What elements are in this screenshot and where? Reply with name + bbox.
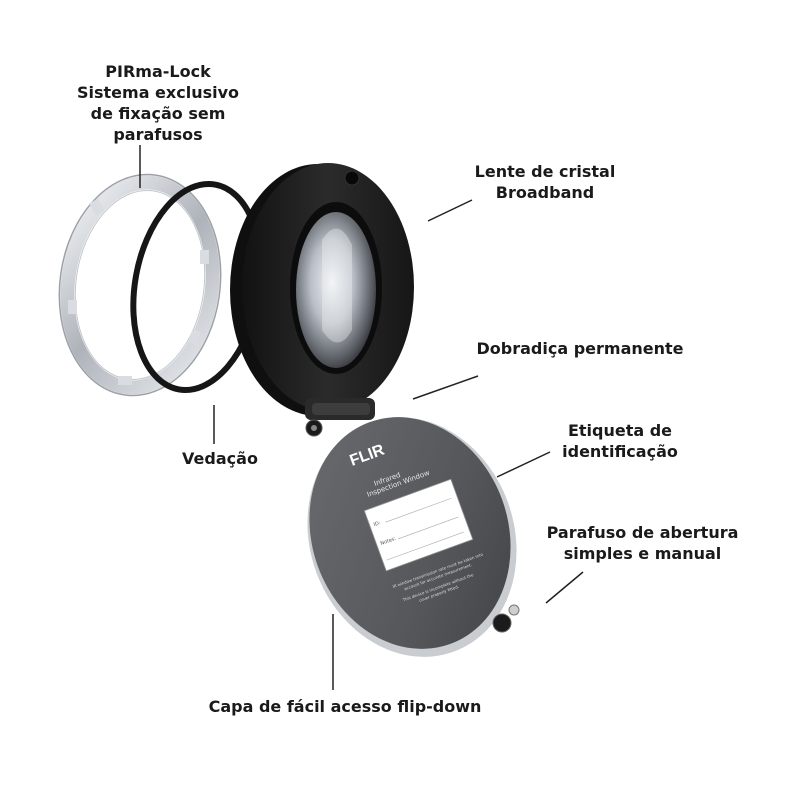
label-hinge-text: Dobradiça permanente [476, 339, 684, 358]
label-pirma-lock-line2: Sistema exclusivo [76, 83, 240, 102]
label-pirma-lock-line4: parafusos [113, 125, 203, 144]
id-label: ID: Notes: [363, 478, 474, 572]
label-pirma-lock-line1: PIRma-Lock [105, 62, 211, 81]
label-seal-text: Vedação [182, 449, 258, 468]
label-flip-down-cap: Capa de fácil acesso flip-down [185, 696, 505, 717]
hinge [305, 398, 375, 437]
pirma-lock-ring [58, 173, 222, 397]
leader-tag [496, 451, 551, 478]
label-lens-line2: Broadband [495, 183, 595, 202]
label-tag-line2: identificação [562, 442, 678, 461]
label-opening-screw: Parafuso de abertura simples e manual [525, 522, 760, 564]
label-identification-tag: Etiqueta de identificação [545, 420, 695, 462]
leader-hinge [412, 375, 479, 400]
label-cap-text: Capa de fácil acesso flip-down [208, 697, 482, 716]
label-hinge: Dobradiça permanente [455, 338, 705, 359]
label-pirma-lock: PIRma-Lock Sistema exclusivo de fixação … [58, 61, 258, 145]
label-screw-line2: simples e manual [563, 544, 722, 563]
field-notes: Notes: [380, 536, 398, 547]
leader-lens [427, 199, 473, 222]
opening-screw [492, 613, 512, 633]
leader-screw [545, 571, 584, 604]
screw-top [344, 170, 360, 186]
label-lens: Lente de cristal Broadband [440, 161, 650, 203]
label-seal: Vedação [170, 448, 270, 469]
label-pirma-lock-line3: de fixação sem [90, 104, 226, 123]
label-screw-line1: Parafuso de abertura [546, 523, 739, 542]
label-lens-line1: Lente de cristal [474, 162, 616, 181]
lens-glass [296, 212, 376, 368]
field-id: ID: [373, 520, 382, 528]
flip-down-cap: FLIR Infrared Inspection Window ID: Note… [307, 417, 520, 657]
leader-lines [139, 145, 584, 690]
lens-housing [230, 163, 414, 416]
label-tag-line1: Etiqueta de [567, 421, 673, 440]
